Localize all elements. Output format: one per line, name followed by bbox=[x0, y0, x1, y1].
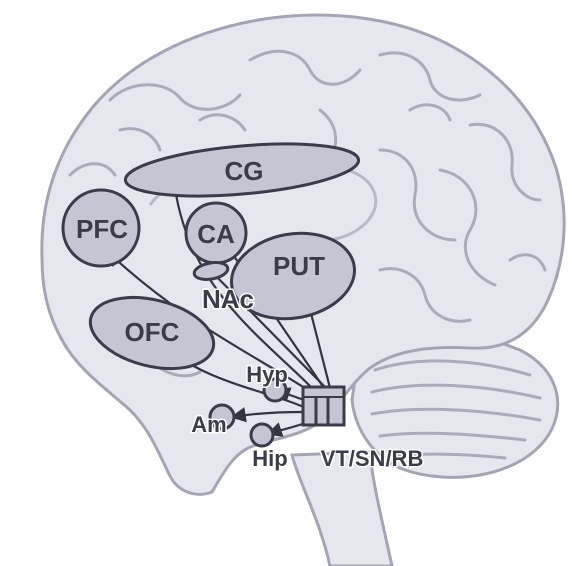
label-ca: CA bbox=[197, 219, 235, 249]
label-hyp: Hyp bbox=[246, 362, 288, 387]
label-pfc: PFC bbox=[76, 214, 128, 244]
region-hip bbox=[251, 424, 273, 446]
source-box bbox=[303, 387, 344, 425]
label-am: Am bbox=[191, 412, 226, 437]
label-nac: NAc bbox=[202, 284, 254, 314]
label-hip: Hip bbox=[252, 446, 287, 471]
label-cg: CG bbox=[225, 156, 264, 186]
label-put: PUT bbox=[273, 251, 325, 281]
label-ofc: OFC bbox=[125, 317, 180, 347]
label-source: VT/SN/RB bbox=[321, 446, 424, 471]
